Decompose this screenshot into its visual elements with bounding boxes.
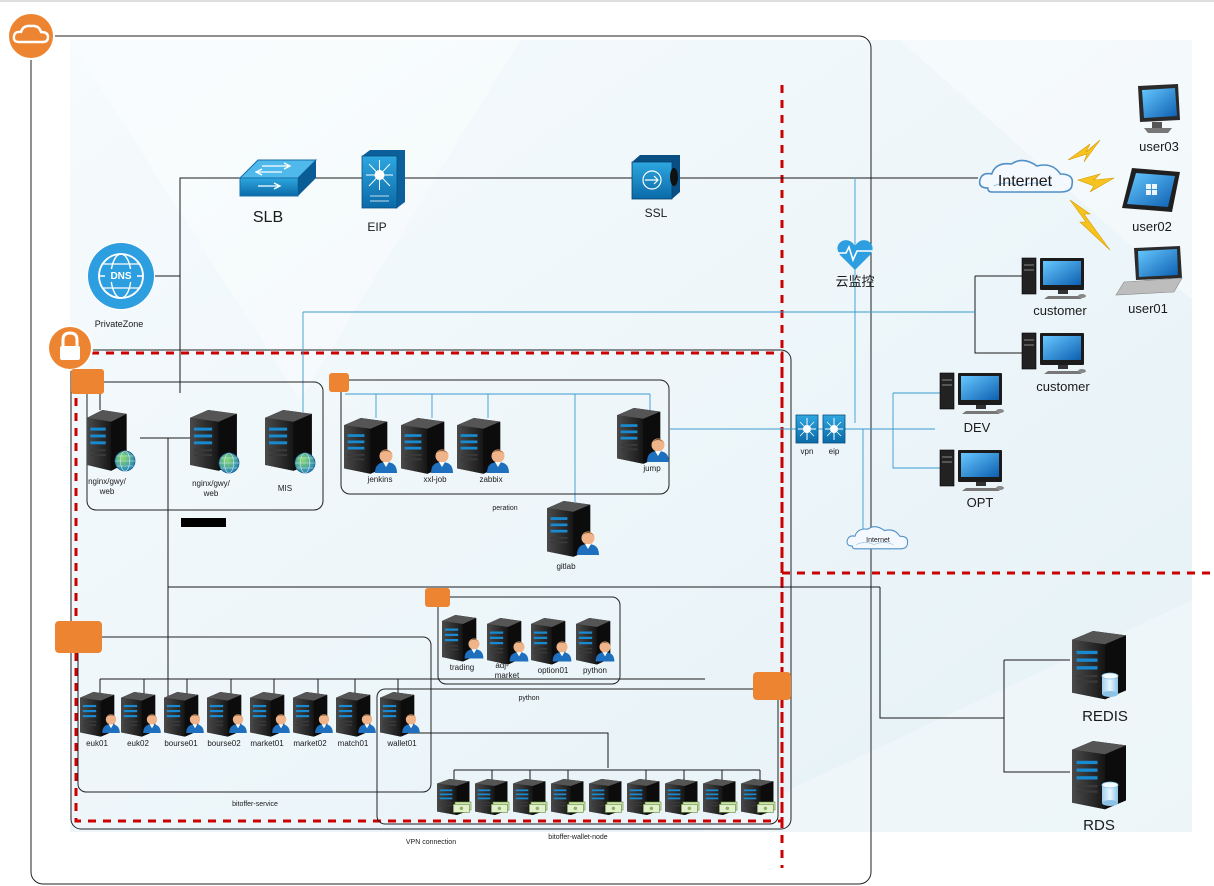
eip-router[interactable] xyxy=(361,150,405,209)
option01-label: option01 xyxy=(538,666,569,675)
wallet-node-server[interactable] xyxy=(703,779,738,815)
dns-icon[interactable] xyxy=(87,242,155,310)
zabbix-label: zabbix xyxy=(479,475,502,484)
ssl-gateway[interactable] xyxy=(631,155,680,200)
internet-small-label: Internet xyxy=(866,537,890,544)
service-server-euk01[interactable] xyxy=(80,692,120,737)
python-server[interactable] xyxy=(576,618,615,665)
service-server-bourse02[interactable] xyxy=(207,692,247,737)
user03-monitor-icon[interactable] xyxy=(1138,84,1180,133)
jenkins-label: jenkins xyxy=(367,475,393,484)
lock-icon xyxy=(47,325,93,371)
web-server-2[interactable] xyxy=(190,410,240,474)
vpn-gateway-icon[interactable] xyxy=(795,414,819,444)
operation-group-title: peration xyxy=(492,505,517,512)
service-server-match01[interactable] xyxy=(336,692,376,737)
operation-group-tag xyxy=(329,373,349,392)
redis-label: REDIS xyxy=(1082,708,1128,725)
service-group-tag xyxy=(55,621,102,653)
wallet01-server[interactable] xyxy=(380,692,420,737)
redacted-bar xyxy=(181,518,226,527)
vpc-boundary xyxy=(74,351,784,823)
rds-label: RDS xyxy=(1083,817,1115,834)
service-server-label: market02 xyxy=(293,739,327,748)
service-server-row: euk01 euk02 bourse01 bourse02 market01 market… xyxy=(80,692,376,748)
xxl-job-label: xxl-job xyxy=(423,475,447,484)
service-server-label: bourse02 xyxy=(207,739,241,748)
rds-server-icon[interactable] xyxy=(1072,741,1126,810)
trading-label: trading xyxy=(450,663,474,672)
wallet-node-server[interactable] xyxy=(475,779,510,815)
gitlab-label: gitlab xyxy=(556,562,576,571)
user01-laptop-icon[interactable] xyxy=(1115,246,1183,296)
vpn-connection-label: VPN connection xyxy=(406,839,456,846)
web-server-2-label: nginx/gwy/web xyxy=(192,479,231,498)
service-server-label: match01 xyxy=(338,739,369,748)
slb-label: SLB xyxy=(253,209,283,226)
privatezone-label: PrivateZone xyxy=(95,319,144,329)
customer2-label: customer xyxy=(1036,379,1090,394)
service-group-box xyxy=(77,636,432,793)
user03-label: user03 xyxy=(1139,139,1179,154)
eip-gateway-icon[interactable] xyxy=(822,414,846,444)
jump-label: jump xyxy=(642,464,661,473)
opt-label: OPT xyxy=(967,495,994,510)
python-label: python xyxy=(583,666,607,675)
wallet-node-server[interactable] xyxy=(513,779,548,815)
python-group-title: python xyxy=(518,695,539,702)
user02-label: user02 xyxy=(1132,219,1172,234)
user01-label: user01 xyxy=(1128,301,1168,316)
service-server-label: euk01 xyxy=(86,739,108,748)
ssl-label: SSL xyxy=(645,206,668,220)
service-server-market02[interactable] xyxy=(293,692,333,737)
wallet-node-server[interactable] xyxy=(551,779,586,815)
connections-dark xyxy=(99,177,1070,782)
cloud-badge-icon xyxy=(7,12,55,60)
python-group-tag xyxy=(425,588,450,607)
wallet-node-server[interactable] xyxy=(665,779,700,815)
eip-label: EIP xyxy=(367,220,386,234)
python-group-box xyxy=(437,596,621,685)
wallet-node-row xyxy=(437,779,776,815)
slb-switch[interactable] xyxy=(238,159,318,197)
adj-market-label: adj-market xyxy=(495,661,520,680)
internet-label: Internet xyxy=(998,173,1053,190)
dns-badge: DNS xyxy=(110,271,131,282)
wallet-node-server[interactable] xyxy=(589,779,624,815)
monitor-label: 云监控 xyxy=(835,274,874,289)
connections-blue xyxy=(302,178,975,530)
wallet-node-server[interactable] xyxy=(627,779,662,815)
cloud-container xyxy=(30,35,872,885)
lightning-icons xyxy=(1067,139,1115,251)
service-server-market01[interactable] xyxy=(250,692,290,737)
web-group-tag xyxy=(71,369,104,394)
service-server-bourse01[interactable] xyxy=(164,692,204,737)
service-server-label: bourse01 xyxy=(164,739,198,748)
service-group-title: bitoffer-service xyxy=(232,801,278,808)
service-server-euk02[interactable] xyxy=(121,692,161,737)
eip-small-label: eip xyxy=(829,447,840,456)
user02-tablet-icon[interactable] xyxy=(1122,168,1180,212)
wallet-node-server[interactable] xyxy=(437,779,472,815)
service-server-label: euk02 xyxy=(127,739,149,748)
vpc-container xyxy=(70,349,792,830)
wallet-group-tag xyxy=(753,672,791,700)
mis-server[interactable] xyxy=(265,410,316,474)
operation-group-box xyxy=(340,379,670,495)
wallet-node-server[interactable] xyxy=(741,779,776,815)
mis-server-label: MIS xyxy=(278,484,292,493)
heart-monitor-icon[interactable] xyxy=(837,240,873,270)
wallet01-label: wallet01 xyxy=(386,739,417,748)
service-server-label: market01 xyxy=(250,739,284,748)
wallet-group-box xyxy=(376,688,779,825)
vpn-label: vpn xyxy=(801,447,814,456)
dev-label: DEV xyxy=(964,420,991,435)
customer1-label: customer xyxy=(1033,303,1087,318)
wallet-group-title: bitoffer-wallet-node xyxy=(548,834,608,841)
redis-server-icon[interactable] xyxy=(1072,631,1126,700)
web-server-1-label: nginx/gwy/web xyxy=(88,477,127,496)
